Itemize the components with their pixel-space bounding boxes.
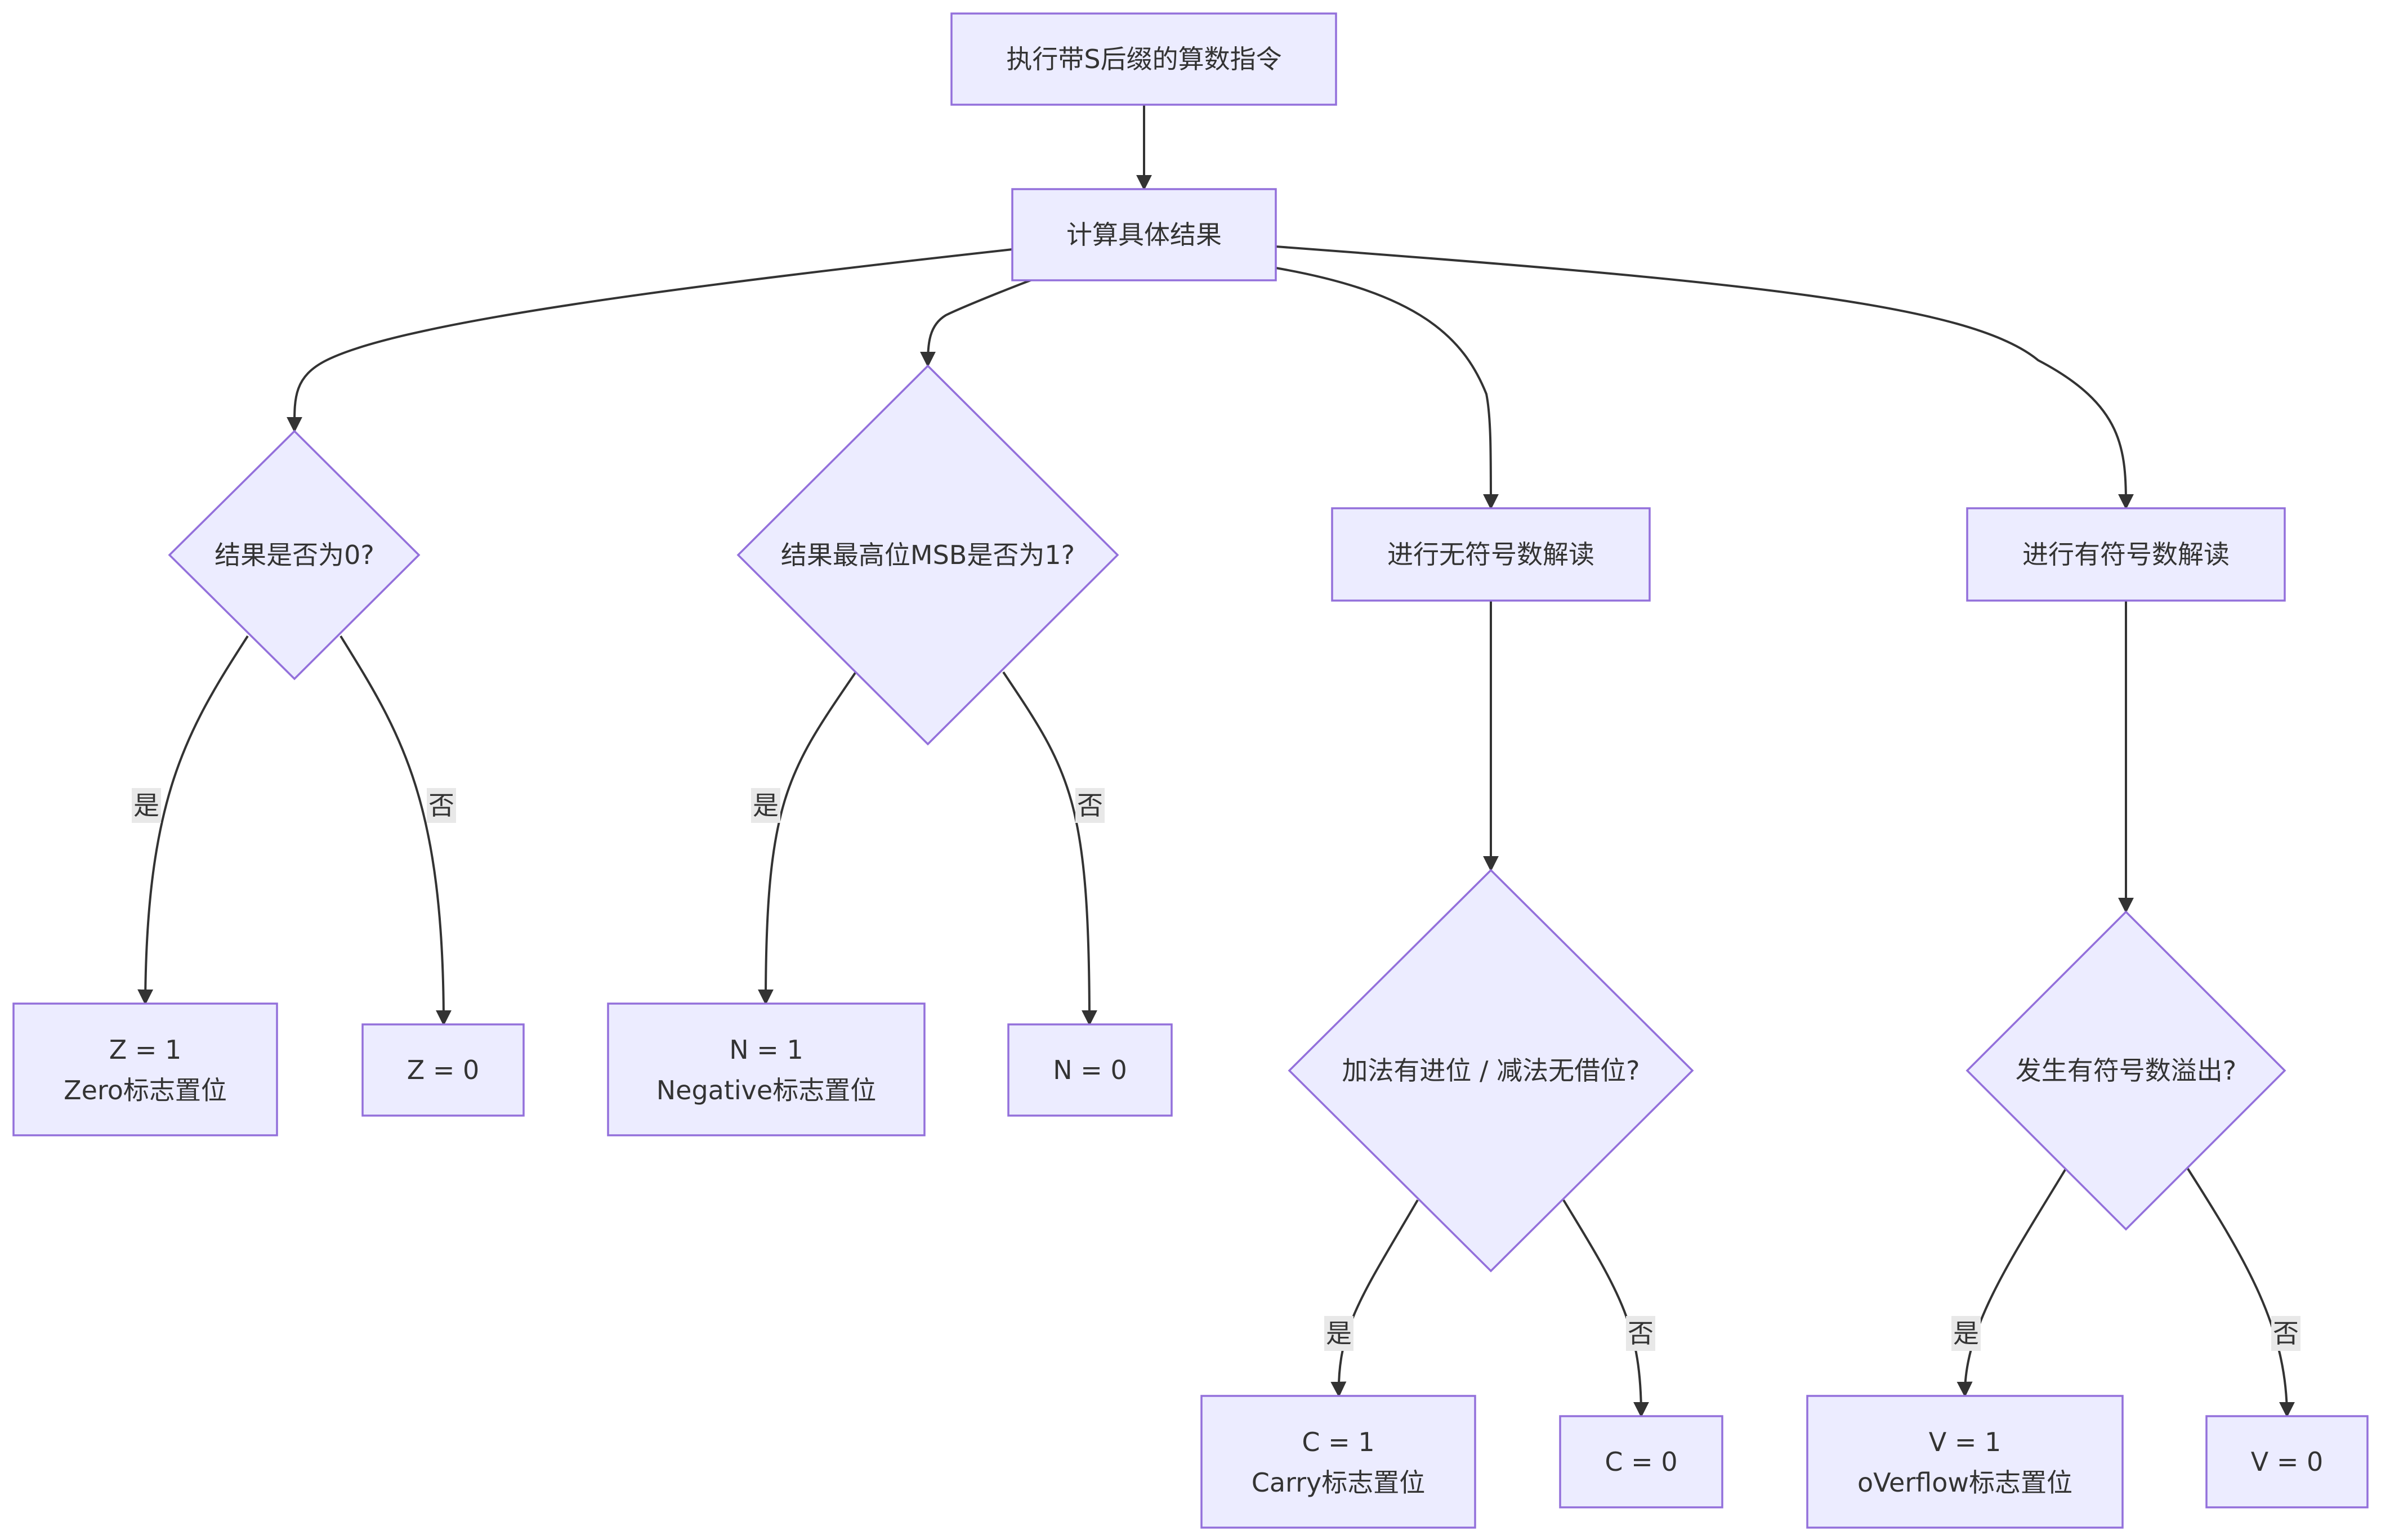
node-calc: 计算具体结果: [1011, 188, 1277, 281]
edge-msb-no: [1002, 671, 1097, 1026]
edge-carry-no: [1562, 1199, 1649, 1418]
label-yes: 是: [753, 790, 779, 821]
edge-label-zero-yes: 是: [132, 788, 161, 823]
node-unsigned: 进行无符号数解读: [1331, 507, 1651, 602]
edge-labels: 是 否 是 否 是 否 是 否: [132, 788, 2300, 1351]
edge-calc-to-msb-question: [920, 279, 1033, 368]
edge-label-msb-no: 否: [1075, 788, 1105, 823]
label-yes: 是: [133, 790, 159, 821]
edge-label-carry-no: 否: [1626, 1316, 1655, 1351]
node-v-clear: V = 0: [2205, 1415, 2369, 1508]
edge-zero-no: [339, 635, 452, 1026]
node-v-clear-label: V = 0: [2251, 1447, 2324, 1477]
edge-overflow-yes: [1956, 1167, 2067, 1398]
node-z-set: Z = 1 Zero标志置位: [12, 1002, 278, 1136]
node-z-clear: Z = 0: [361, 1023, 525, 1117]
edge-label-msb-yes: 是: [751, 788, 780, 823]
node-msb-question: 结果最高位MSB是否为1?: [736, 364, 1119, 746]
node-unsigned-label: 进行无符号数解读: [1387, 539, 1594, 570]
edge-msb-yes: [758, 671, 857, 1005]
node-c-clear-label: C = 0: [1605, 1447, 1677, 1477]
node-v-set-line2: oVerflow标志置位: [1857, 1467, 2072, 1498]
node-v-set-line1: V = 1: [1929, 1427, 2002, 1457]
edge-calc-to-unsigned: [1275, 267, 1499, 510]
node-c-set-line1: C = 1: [1302, 1427, 1374, 1457]
node-overflow-question-label: 发生有符号数溢出?: [2016, 1055, 2236, 1086]
edge-label-zero-no: 否: [427, 788, 456, 823]
edge-zero-yes: [137, 635, 249, 1005]
edge-label-overflow-no: 否: [2271, 1316, 2300, 1351]
node-n-set-line1: N = 1: [729, 1035, 803, 1065]
node-c-clear: C = 0: [1559, 1415, 1723, 1508]
edge-calc-to-zero-question: [286, 248, 1013, 433]
edge-overflow-no: [2186, 1167, 2295, 1418]
edges: [137, 105, 2295, 1418]
node-n-set-line2: Negative标志置位: [656, 1075, 876, 1105]
node-msb-question-label: 结果最高位MSB是否为1?: [781, 540, 1075, 570]
node-carry-question: 加法有进位 / 减法无借位?: [1288, 869, 1694, 1273]
node-c-set: C = 1 Carry标志置位: [1200, 1395, 1476, 1529]
node-n-clear: N = 0: [1007, 1023, 1173, 1117]
node-overflow-question: 发生有符号数溢出?: [1965, 910, 2286, 1231]
node-c-set-line2: Carry标志置位: [1252, 1467, 1426, 1498]
edge-carry-yes: [1330, 1199, 1419, 1398]
label-no: 否: [2273, 1318, 2299, 1349]
node-carry-question-label: 加法有进位 / 减法无借位?: [1342, 1055, 1640, 1086]
node-z-set-line2: Zero标志置位: [64, 1075, 227, 1105]
node-start-label: 执行带S后缀的算数指令: [1006, 44, 1281, 74]
nodes: 执行带S后缀的算数指令 计算具体结果 结果是否为0? 结果最高位MSB是否为1?…: [12, 12, 2369, 1529]
node-calc-label: 计算具体结果: [1066, 220, 1222, 250]
node-z-clear-label: Z = 0: [407, 1055, 480, 1085]
node-signed: 进行有符号数解读: [1966, 507, 2286, 602]
label-no: 否: [1628, 1318, 1654, 1349]
node-start: 执行带S后缀的算数指令: [950, 12, 1337, 106]
node-z-set-line1: Z = 1: [109, 1035, 182, 1065]
label-yes: 是: [1953, 1318, 1979, 1349]
node-n-clear-label: N = 0: [1053, 1055, 1127, 1085]
edge-label-carry-yes: 是: [1324, 1316, 1353, 1351]
label-no: 否: [1077, 790, 1103, 821]
edge-label-overflow-yes: 是: [1951, 1316, 1981, 1351]
label-no: 否: [428, 790, 454, 821]
node-signed-label: 进行有符号数解读: [2022, 539, 2230, 570]
edge-calc-to-signed: [1275, 245, 2134, 510]
label-yes: 是: [1326, 1318, 1352, 1349]
node-zero-question-label: 结果是否为0?: [215, 540, 374, 570]
node-v-set: V = 1 oVerflow标志置位: [1806, 1395, 2124, 1529]
node-n-set: N = 1 Negative标志置位: [607, 1002, 926, 1136]
node-zero-question: 结果是否为0?: [168, 429, 421, 681]
